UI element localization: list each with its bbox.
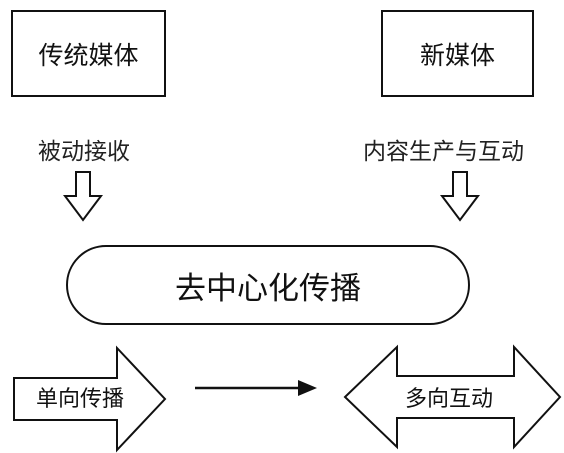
two-way-block-arrow-icon [343, 344, 562, 450]
down-arrow-right-icon [440, 171, 480, 222]
decentralized-dissemination-label: 去中心化传播 [175, 270, 361, 307]
passive-reception-label: 被动接收 [38, 139, 130, 165]
new-media-label: 新媒体 [419, 40, 495, 70]
one-way-block-arrow-icon [13, 345, 167, 453]
new-media-box: 新媒体 [381, 10, 534, 97]
decentralized-dissemination-box: 去中心化传播 [66, 245, 470, 325]
connector-arrowhead-icon [298, 380, 317, 396]
down-arrow-left-icon [63, 171, 103, 222]
content-production-interaction-label: 内容生产与互动 [363, 139, 524, 165]
one-way-dissemination-label: 单向传播 [36, 387, 125, 412]
multi-way-interaction-label: 多向互动 [405, 387, 494, 412]
traditional-media-label: 传统媒体 [38, 40, 139, 70]
traditional-media-box: 传统媒体 [11, 10, 166, 97]
